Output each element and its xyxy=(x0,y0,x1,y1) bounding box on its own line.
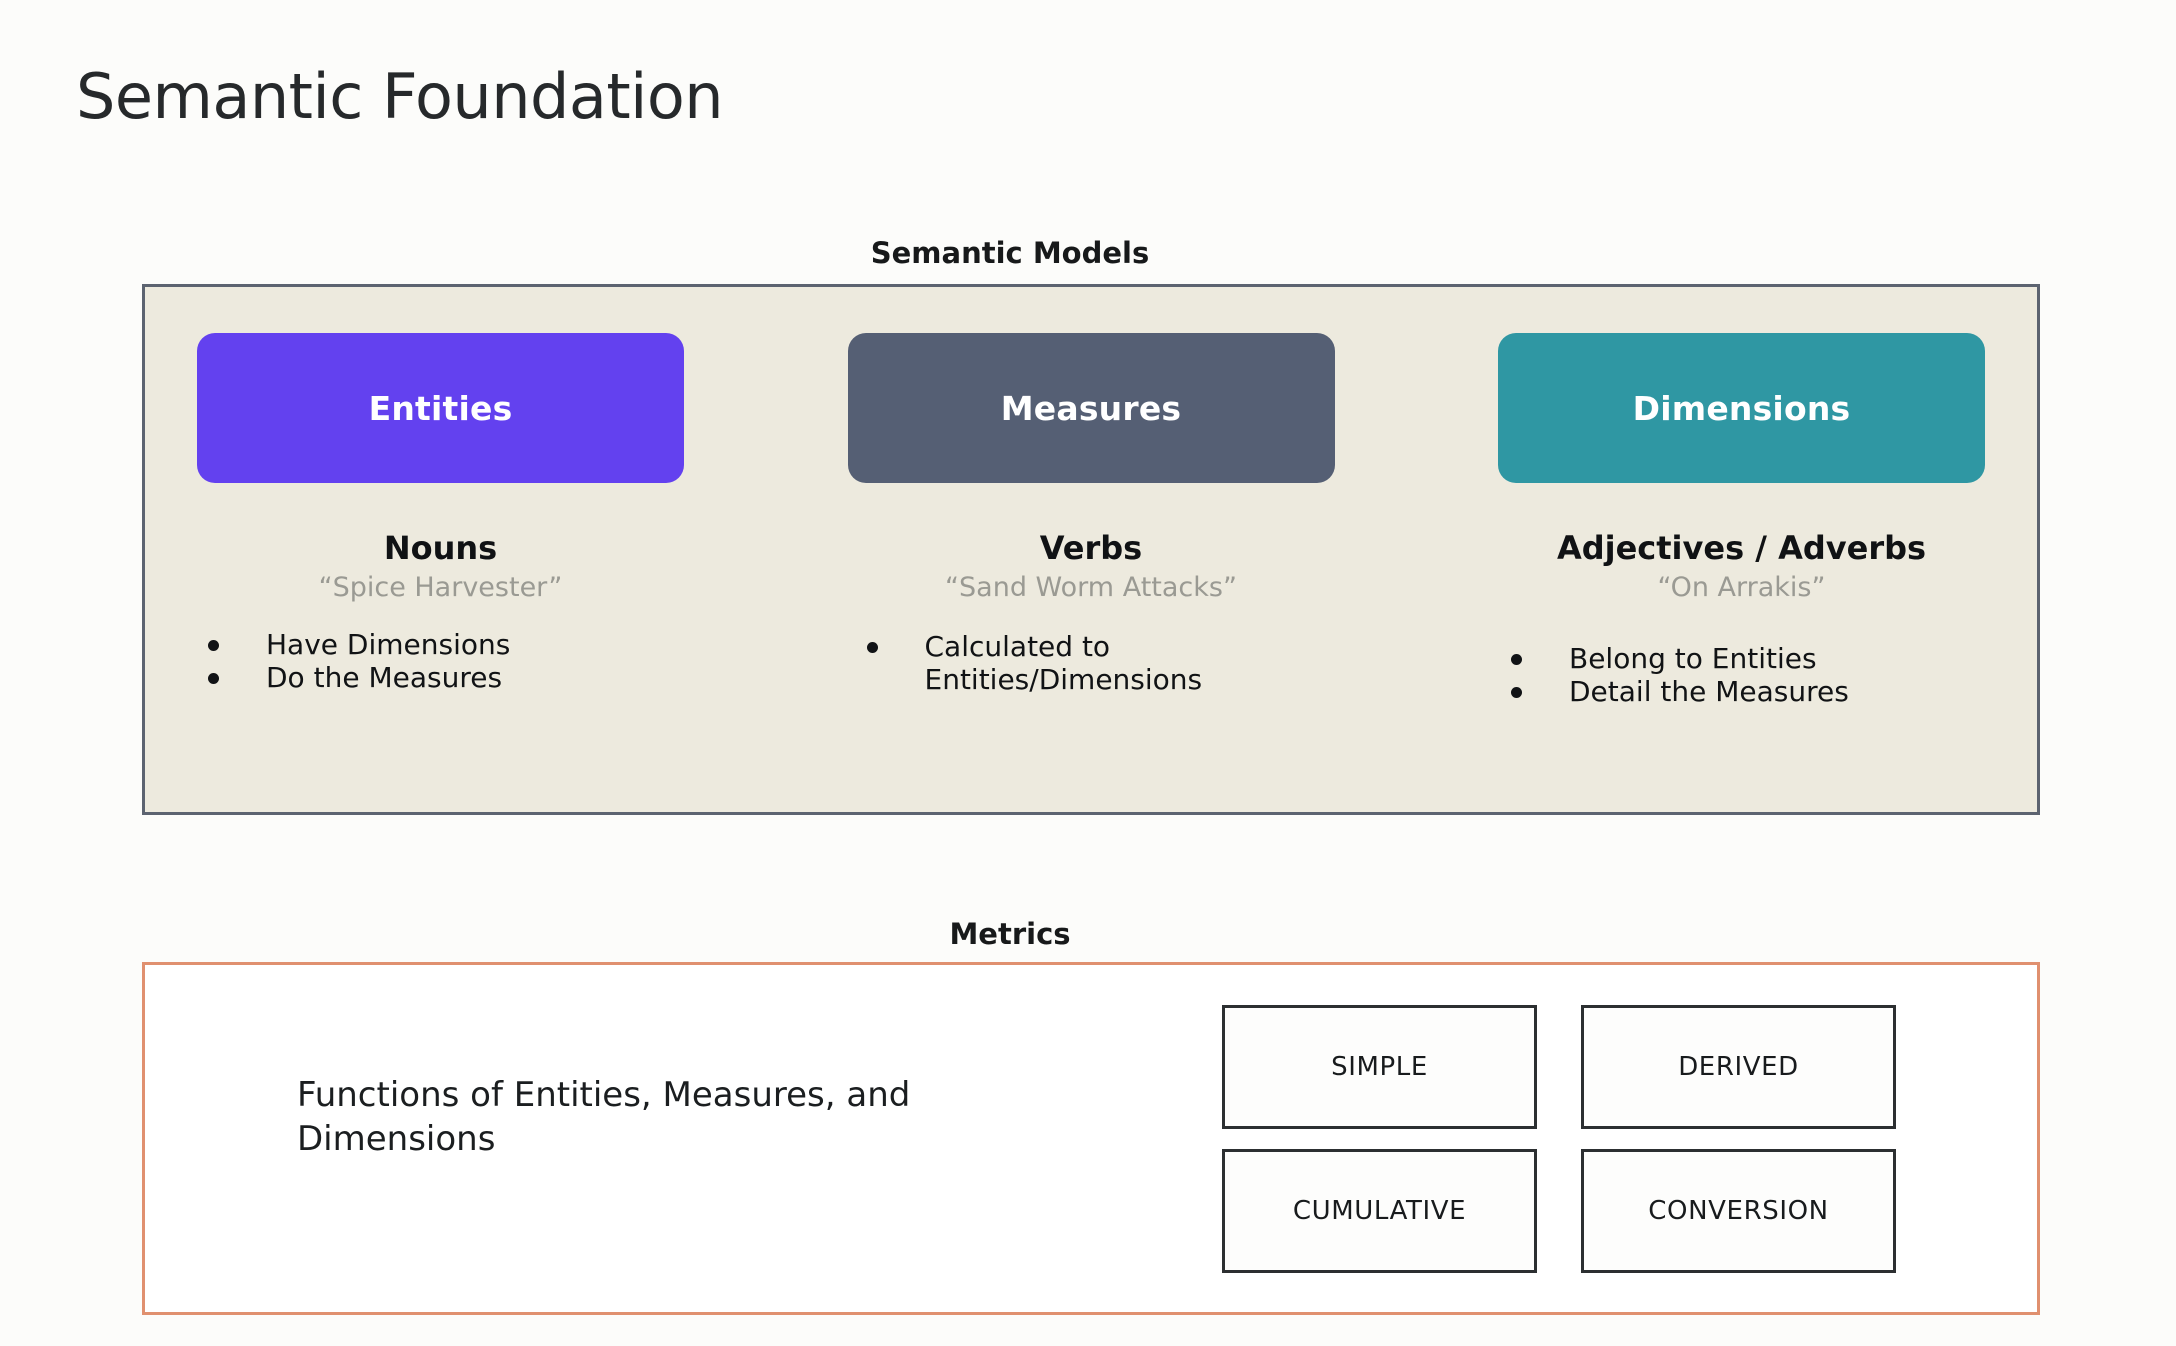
entities-example: “Spice Harvester” xyxy=(318,572,563,604)
metric-type-simple[interactable]: SIMPLE xyxy=(1222,1005,1537,1129)
dimensions-part-of-speech: Adjectives / Adverbs xyxy=(1556,529,1927,567)
bullet-dot-icon xyxy=(1511,654,1522,666)
metrics-heading: Metrics xyxy=(949,917,1071,951)
measures-pill[interactable]: Measures xyxy=(847,333,1335,483)
metrics-panel: Functions of Entities, Measures, and Dim… xyxy=(142,962,2040,1315)
list-item: Have Dimensions xyxy=(208,628,695,662)
metric-type-cumulative[interactable]: CUMULATIVE xyxy=(1222,1149,1537,1273)
dimensions-bullet-list: Belong to Entities Detail the Measures xyxy=(1485,642,1998,708)
list-item: Detail the Measures xyxy=(1511,674,1998,708)
measures-bullet-text: Calculated to Entities/Dimensions xyxy=(924,630,1203,696)
entities-part-of-speech: Nouns xyxy=(383,529,498,567)
semantic-model-column-dimensions: Dimensions Adjectives / Adverbs “On Arra… xyxy=(1498,333,1985,812)
semantic-models-columns: Entities Nouns “Spice Harvester” Have Di… xyxy=(145,287,2037,812)
dimensions-bullet-text: Belong to Entities xyxy=(1569,642,1817,676)
dimensions-pill[interactable]: Dimensions xyxy=(1498,333,1985,483)
bullet-dot-icon xyxy=(866,642,878,654)
list-item: Calculated to Entities/Dimensions xyxy=(866,630,1354,696)
entities-bullet-list: Have Dimensions Do the Measures xyxy=(186,628,695,694)
entities-bullet-text: Do the Measures xyxy=(266,660,503,694)
page-title: Semantic Foundation xyxy=(76,60,724,133)
entities-pill[interactable]: Entities xyxy=(197,333,684,483)
semantic-model-column-measures: Measures Verbs “Sand Worm Attacks” Calcu… xyxy=(847,333,1335,812)
dimensions-bullet-text: Detail the Measures xyxy=(1569,674,1849,708)
measures-bullet-list: Calculated to Entities/Dimensions xyxy=(829,631,1354,696)
metric-type-conversion[interactable]: CONVERSION xyxy=(1581,1149,1896,1273)
semantic-model-column-entities: Entities Nouns “Spice Harvester” Have Di… xyxy=(197,333,684,812)
entities-bullet-text: Have Dimensions xyxy=(266,628,511,662)
dimensions-example: “On Arrakis” xyxy=(1657,572,1826,604)
semantic-models-heading: Semantic Models xyxy=(870,236,1150,270)
list-item: Do the Measures xyxy=(208,660,695,694)
measures-part-of-speech: Verbs xyxy=(1039,529,1143,567)
semantic-models-panel: Entities Nouns “Spice Harvester” Have Di… xyxy=(142,284,2040,815)
bullet-dot-icon xyxy=(208,640,219,652)
metric-type-derived[interactable]: DERIVED xyxy=(1581,1005,1896,1129)
bullet-dot-icon xyxy=(208,672,219,684)
metrics-description: Functions of Entities, Measures, and Dim… xyxy=(297,1075,911,1160)
measures-example: “Sand Worm Attacks” xyxy=(945,572,1237,604)
list-item: Belong to Entities xyxy=(1511,642,1998,676)
bullet-dot-icon xyxy=(1511,686,1522,698)
metric-type-grid: SIMPLE DERIVED CUMULATIVE CONVERSION xyxy=(1222,1005,1896,1273)
